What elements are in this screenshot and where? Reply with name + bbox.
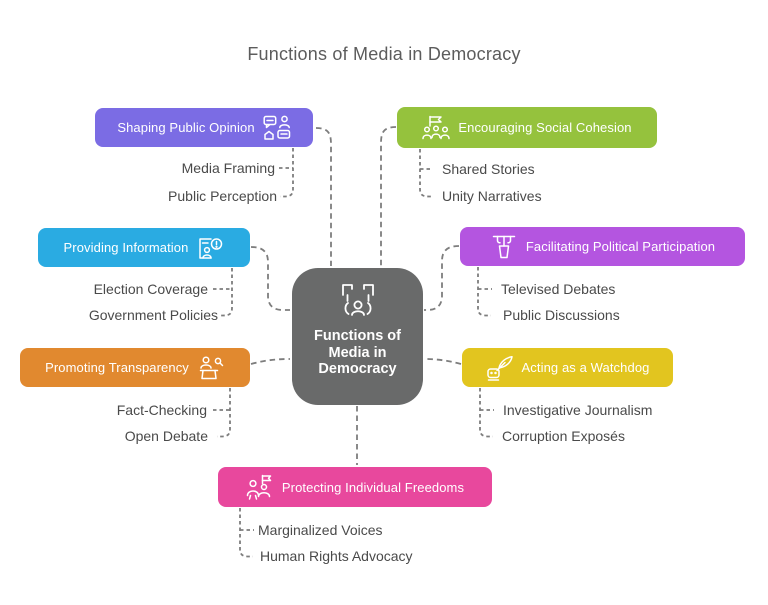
connector-center-watchdog: [423, 358, 462, 365]
subtopic-public-perception: Public Perception: [168, 188, 277, 204]
node-encouraging-social-cohesion[interactable]: Encouraging Social Cohesion: [397, 107, 657, 148]
center-node-label: Functions of Media in Democracy: [314, 328, 401, 377]
subtopic-government-policies: Government Policies: [88, 307, 218, 323]
node-protecting-individual-freedoms[interactable]: Protecting Individual Freedoms: [218, 467, 492, 507]
diagram-title: Functions of Media in Democracy: [247, 44, 521, 64]
center-node[interactable]: Functions of Media in Democracy: [292, 268, 423, 405]
subtopic-fact-checking: Fact-Checking: [116, 402, 207, 418]
connector-center-transparency: [250, 358, 291, 365]
node-label: Protecting Individual Freedoms: [281, 479, 465, 495]
connector-transparency-children: [217, 388, 231, 438]
people-holding-signs-icon: [341, 284, 374, 316]
node-label: Acting as a Watchdog: [521, 360, 650, 375]
subtopic-open-debate: Open Debate: [124, 428, 208, 444]
speech-bubbles-person-icon: [263, 115, 290, 140]
node-shaping-public-opinion[interactable]: Shaping Public Opinion: [95, 108, 313, 147]
podium-icon: [492, 235, 516, 258]
connector-shaping-children: [280, 148, 294, 198]
node-label: Promoting Transparency: [45, 360, 189, 375]
subtopic-human-rights-advocacy: Human Rights Advocacy: [260, 548, 413, 564]
connector-participation-children: [477, 267, 491, 317]
connector-information-children: [219, 268, 233, 317]
connector-center-shaping: [315, 127, 332, 266]
subtopic-marginalized-voices: Marginalized Voices: [258, 522, 383, 538]
person-ballot-magnifier-icon: [199, 355, 224, 379]
node-label: Shaping Public Opinion: [117, 120, 255, 135]
subtopic-televised-debates: Televised Debates: [501, 281, 616, 297]
subtopic-election-coverage: Election Coverage: [93, 281, 208, 297]
node-label: Facilitating Political Participation: [525, 239, 716, 254]
node-acting-as-a-watchdog[interactable]: Acting as a Watchdog: [462, 348, 673, 387]
certified-document-alert-icon: [199, 237, 223, 259]
subtopic-investigative-journalism: Investigative Journalism: [503, 402, 653, 418]
node-label: Providing Information: [63, 240, 189, 255]
subtopic-shared-stories: Shared Stories: [442, 161, 535, 177]
node-label: Encouraging Social Cohesion: [458, 120, 632, 135]
node-providing-information[interactable]: Providing Information: [38, 228, 250, 267]
node-promoting-transparency[interactable]: Promoting Transparency: [20, 348, 250, 387]
subtopic-unity-narratives: Unity Narratives: [442, 188, 542, 204]
reporter-quill-icon: [486, 355, 513, 381]
connector-center-participation: [424, 245, 460, 311]
node-facilitating-political-participation[interactable]: Facilitating Political Participation: [460, 227, 745, 266]
subtopic-public-discussions: Public Discussions: [503, 307, 620, 323]
connector-center-cohesion: [380, 126, 397, 266]
people-with-flag-icon: [246, 474, 272, 500]
subtopic-corruption-exposes: Corruption Exposés: [502, 428, 625, 444]
connector-watchdog-children: [479, 388, 493, 438]
subtopic-media-framing: Media Framing: [181, 160, 275, 176]
connector-freedoms-children: [239, 508, 253, 558]
connector-center-information: [250, 246, 290, 311]
group-with-flag-icon: [422, 115, 451, 139]
connector-cohesion-children: [419, 149, 433, 198]
